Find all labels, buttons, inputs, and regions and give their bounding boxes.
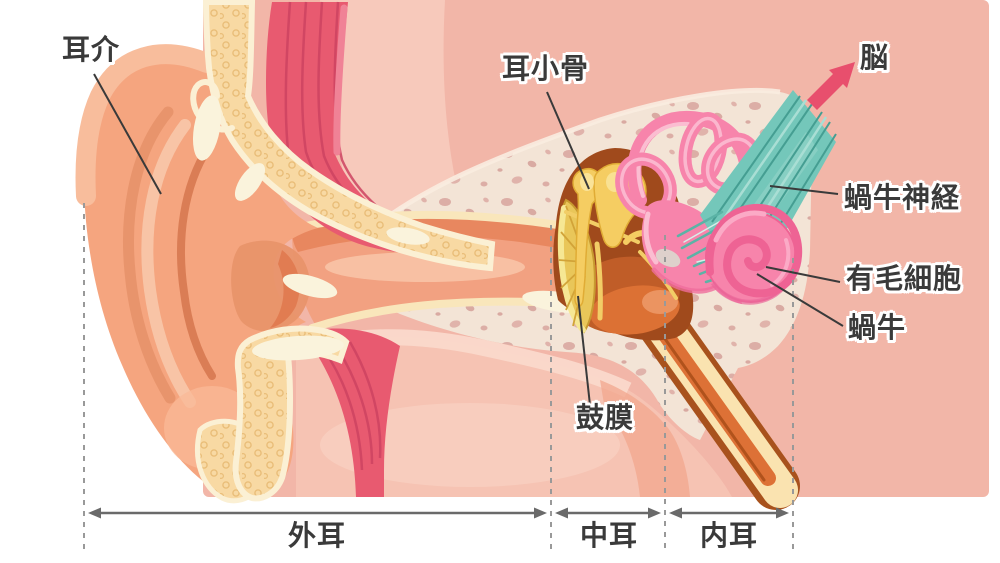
label-hair-cells: 有毛細胞 (846, 263, 963, 294)
label-middle-ear: 中耳 (579, 520, 639, 551)
pointer-lines (93, 73, 844, 406)
label-inner-ear: 内耳 (699, 520, 759, 551)
label-ossicles: 耳小骨 (502, 53, 590, 84)
label-cochlear-nerve: 蝸牛神経 (844, 182, 961, 213)
flesh-highlight-shape (320, 0, 470, 244)
brain-arrow-icon (807, 62, 855, 110)
dashed-guides (83, 203, 794, 552)
label-outer-ear: 外耳 (287, 520, 347, 551)
label-brain: 脳 (860, 42, 890, 73)
label-auricle: 耳介 (62, 34, 121, 65)
label-cochlea: 蝸牛 (848, 312, 907, 343)
cartilage-shape (190, 0, 598, 502)
lower-flesh-shape (293, 329, 732, 497)
eustachian-tube-shape (634, 296, 800, 510)
cochlea-shape (705, 203, 803, 305)
measure-arrows (88, 507, 789, 519)
label-eardrum: 鼓膜 (576, 402, 635, 433)
